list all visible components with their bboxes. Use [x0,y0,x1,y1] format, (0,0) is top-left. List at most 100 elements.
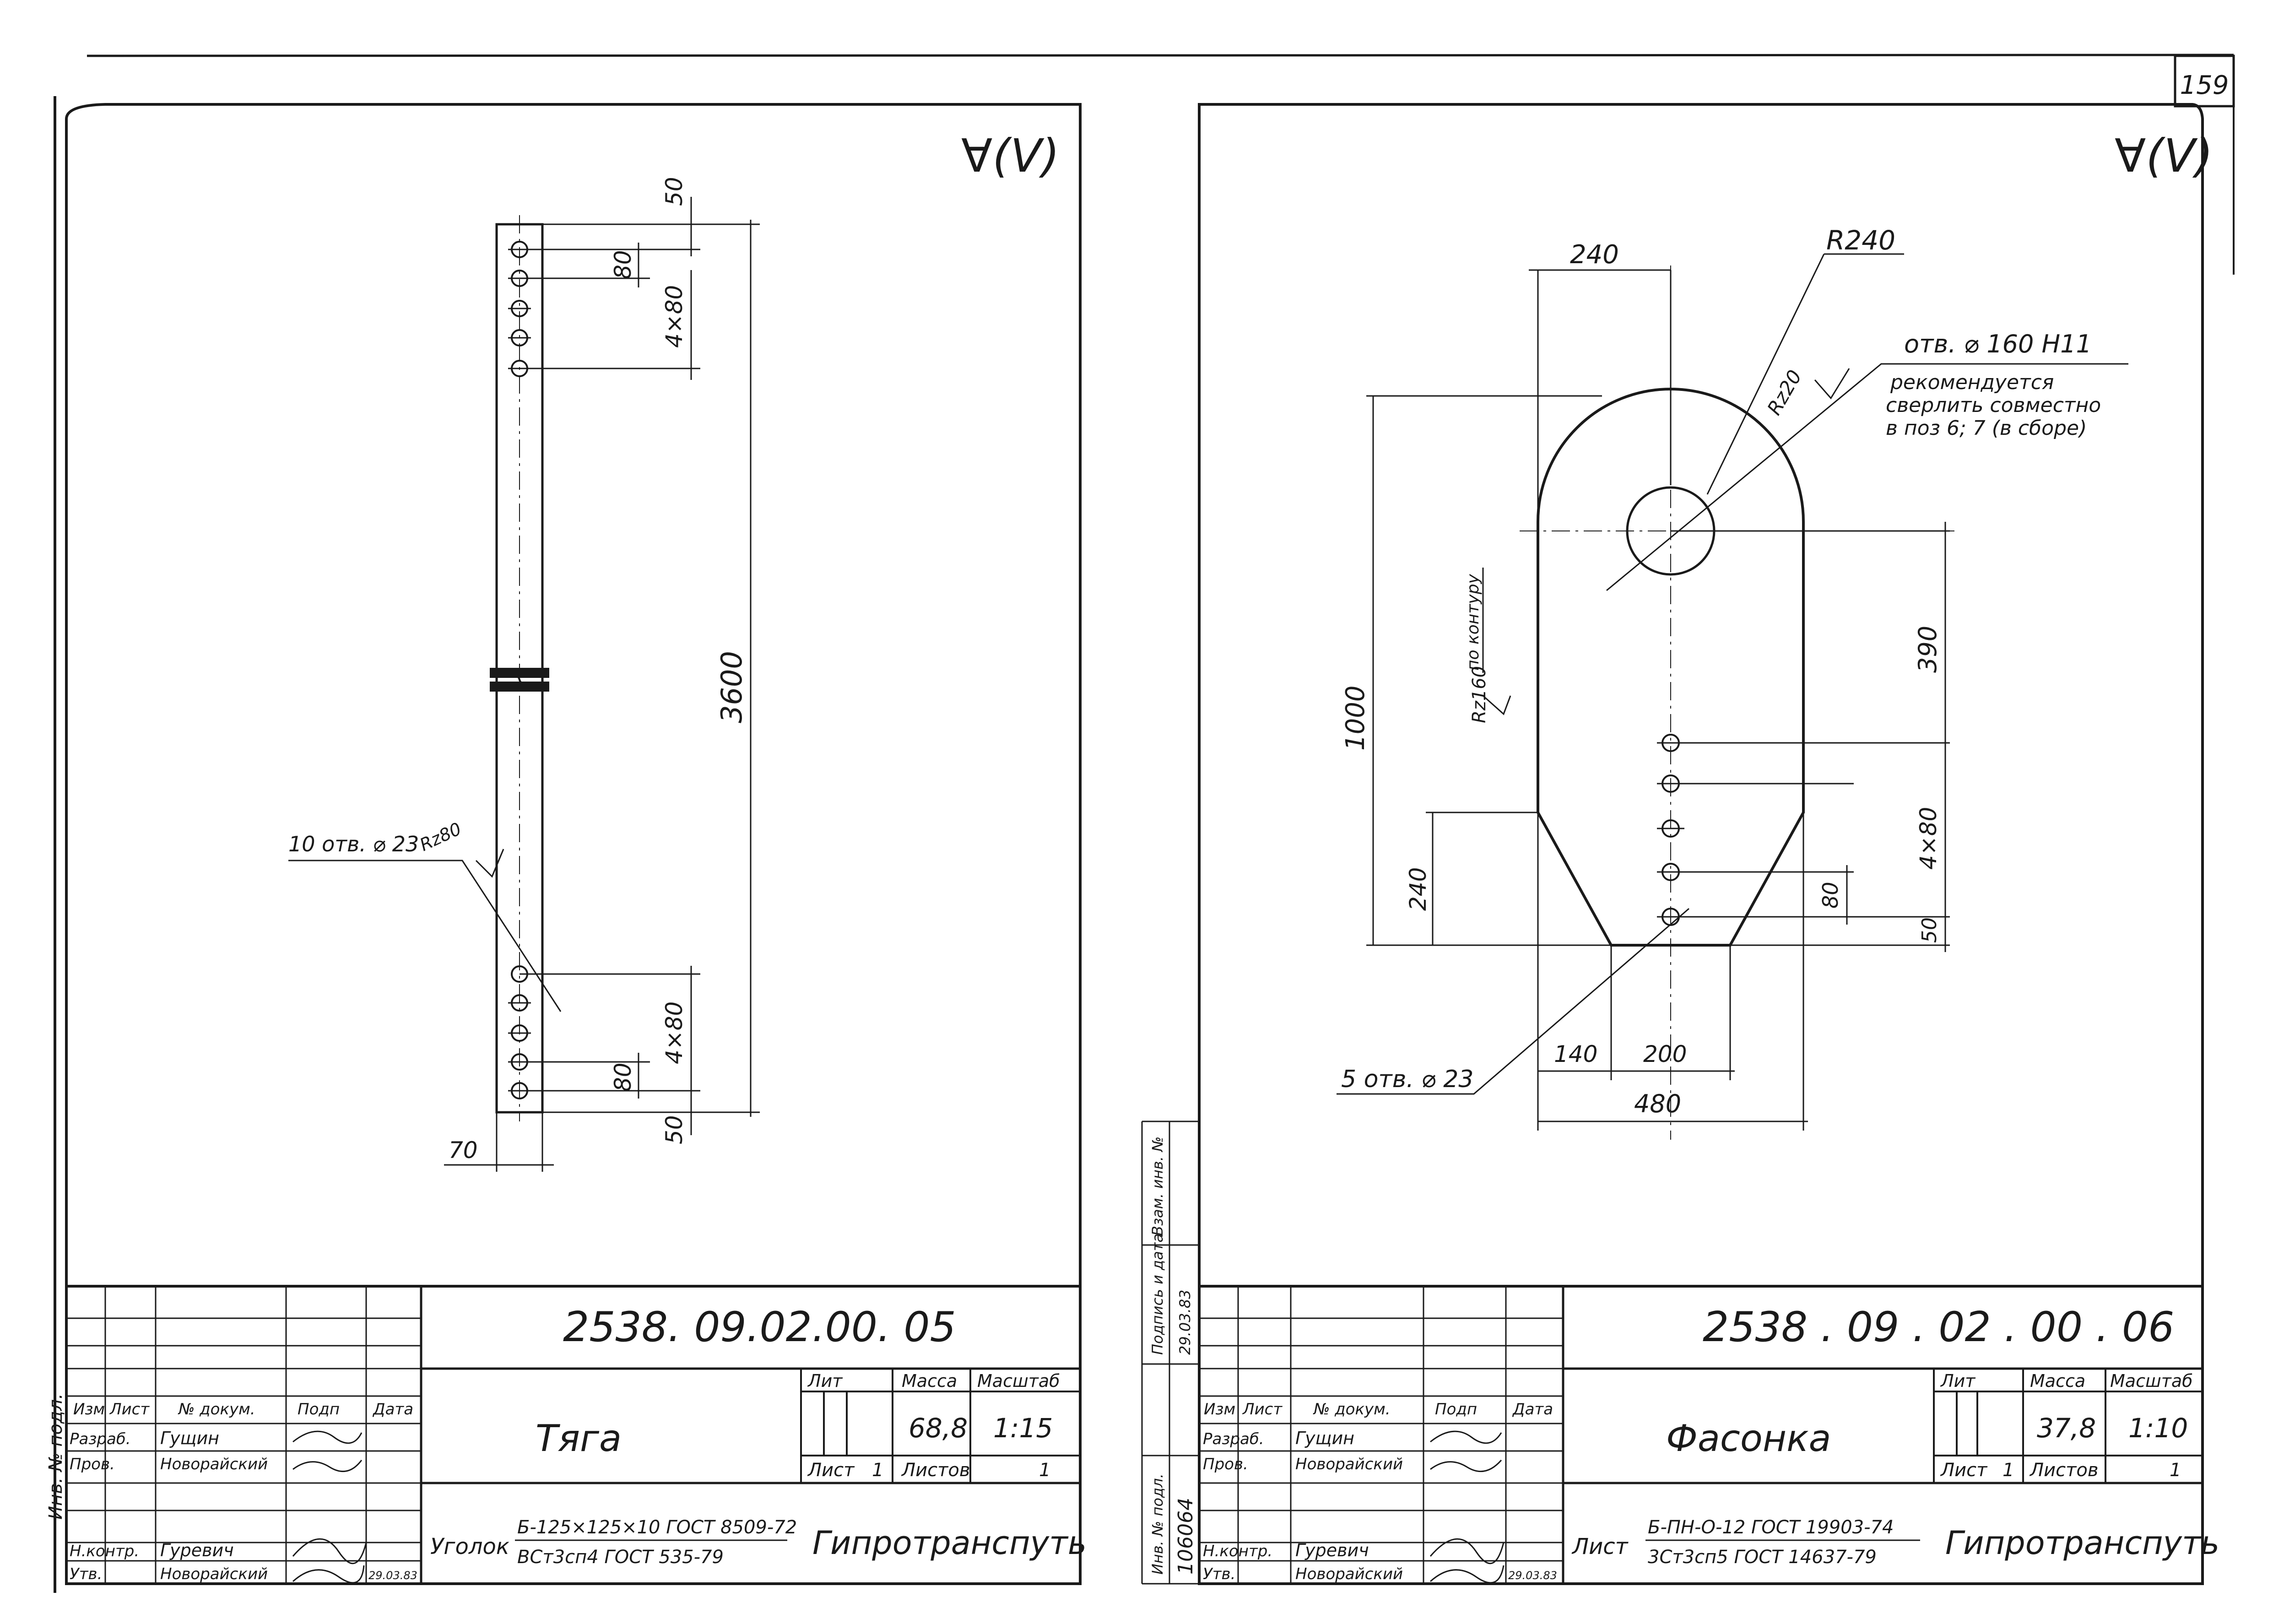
left-part-name: Тяга [536,1417,622,1460]
row-role: Пров. [70,1455,115,1473]
dim-480: 480 [1634,1089,1681,1118]
rz20: Rz20 [1763,366,1806,419]
dim-240-left: 240 [1405,867,1431,911]
left-side-stamp: Инв. № подл. [45,1393,66,1520]
dim-390: 390 [1913,626,1942,673]
right-part-name: Фасонка [1666,1417,1831,1460]
row-name: Новорайский [1295,1565,1403,1583]
sheets-label: Листов [901,1460,970,1481]
hole-note-4: в поз 6; 7 (в сборе) [1886,417,2087,440]
dim-4x80-top: 4×80 [661,285,687,348]
side-podp-date: 29.03.83 [1176,1290,1194,1355]
hdr-izm: Изм [73,1400,105,1418]
dim-50-bottom: 50 [661,1115,687,1144]
dim-80-bottom: 80 [610,1062,636,1092]
row-role: Н.контр. [70,1542,139,1560]
scale-label: Масштаб [977,1371,1060,1391]
rz160: Rz160 [1469,666,1490,723]
row-name: Гущин [160,1428,219,1448]
right-mass: 37,8 [2037,1413,2096,1444]
right-frame [1198,103,2204,1585]
material-prefix: Уголок [430,1534,509,1559]
side-inv-num: 106064 [1174,1498,1197,1575]
row-role: Утв. [1203,1565,1235,1583]
sheets-num: 1 [2170,1460,2181,1481]
left-frame [65,103,1082,1585]
hdr-sign: Подп [298,1400,340,1418]
mass-label: Масса [902,1371,957,1391]
hdr-sign: Подп [1435,1400,1477,1418]
hdr-list: Лист [1242,1400,1283,1418]
dim-4x80-bottom: 4×80 [661,1001,687,1064]
signatures [1429,1430,1505,1584]
hdr-doc: № докум. [178,1400,255,1418]
right-holes-note: 5 отв. ⌀ 23 [1341,1066,1473,1093]
material-prefix: Лист [1571,1534,1629,1559]
row-role: Разраб. [1203,1430,1264,1448]
material-bottom: 3Ст3сп5 ГОСТ 14637-79 [1648,1547,1877,1568]
hole-note-2: рекомендуется [1890,371,2054,394]
side-vzam: Взам. инв. № [1149,1137,1166,1236]
scale-label: Масштаб [2110,1371,2193,1391]
sheet-label: Лист [1940,1460,1988,1481]
mass-label: Масса [2030,1371,2085,1391]
dim-4x80: 4×80 [1915,807,1942,870]
row-date: 29.03.83 [1508,1569,1557,1582]
material-bottom: ВСт3сп4 ГОСТ 535-79 [517,1547,724,1568]
right-drawing: ∀(V) 240 R240 отв. ⌀ 160 Н11 рекомендует… [1141,103,2219,1585]
right-roughness-symbol: ∀(V) [2115,129,2213,183]
page-number: 159 [2180,70,2229,100]
dim-r240: R240 [1826,225,1895,256]
gusset-outline [1537,388,1805,947]
lit-label: Лит [1940,1371,1976,1391]
dim-240-top: 240 [1570,240,1619,270]
dim-140: 140 [1554,1041,1597,1067]
row-role: Утв. [70,1565,102,1583]
row-name: Гуревич [160,1540,234,1560]
dim-3600: 3600 [715,651,748,723]
material-top: Б-ПН-О-12 ГОСТ 19903-74 [1648,1517,1894,1538]
sheet-label: Лист [807,1460,855,1481]
left-mass: 68,8 [909,1413,968,1444]
left-org: Гипротранспуть [812,1524,1087,1562]
sheets-num: 1 [1039,1460,1050,1481]
sheet-num: 1 [872,1460,883,1481]
sheets-label: Листов [2029,1460,2098,1481]
right-scale: 1:10 [2128,1413,2188,1444]
lit-label: Лит [807,1371,843,1391]
right-side-stamp: Взам. инв. № Подпись и дата 29.03.83 Инв… [1141,1121,1200,1585]
page-number-box [2174,54,2235,108]
hole-note-3: сверлить совместно [1886,394,2101,417]
dim-80: 80 [1818,882,1843,909]
right-drawing-code: 2538 . 09 . 02 . 00 . 06 [1703,1303,2174,1351]
row-name: Новорайский [160,1455,268,1473]
side-inv-podl: Инв. № подл. [1149,1473,1166,1575]
dim-50: 50 [1918,917,1941,943]
left-holes-rz: Rz80 [417,818,464,855]
row-name: Новорайский [160,1565,268,1583]
top-rule [87,54,2234,57]
row-role: Разраб. [70,1430,131,1448]
left-roughness-symbol: ∀(V) [961,129,1060,183]
sheet-num: 1 [2003,1460,2014,1481]
left-scale: 1:15 [993,1413,1053,1444]
hdr-doc: № докум. [1313,1400,1391,1418]
left-holes-note: 10 отв. ⌀ 23 [288,832,419,856]
side-podp-data: Подпись и дата [1149,1234,1166,1355]
hdr-date: Дата [372,1400,413,1418]
contour-note: по контуру [1464,574,1483,671]
material-top: Б-125×125×10 ГОСТ 8509-72 [517,1517,797,1538]
left-drawing: ∀(V) 50 80 4×80 3600 [45,96,1087,1593]
dim-80-top: 80 [610,250,636,279]
row-name: Новорайский [1295,1455,1403,1473]
hdr-date: Дата [1512,1400,1553,1418]
left-title-block: Изм Лист № докум. Подп Дата Разраб. Гущи… [65,1285,1087,1585]
hdr-list: Лист [109,1400,150,1418]
hole-note-1: отв. ⌀ 160 Н11 [1904,330,2092,358]
row-date: 29.03.83 [368,1569,417,1582]
dim-50-top: 50 [661,177,687,206]
left-drawing-code: 2538. 09.02.00. 05 [563,1303,956,1351]
row-name: Гущин [1295,1428,1354,1448]
signatures [292,1430,367,1584]
